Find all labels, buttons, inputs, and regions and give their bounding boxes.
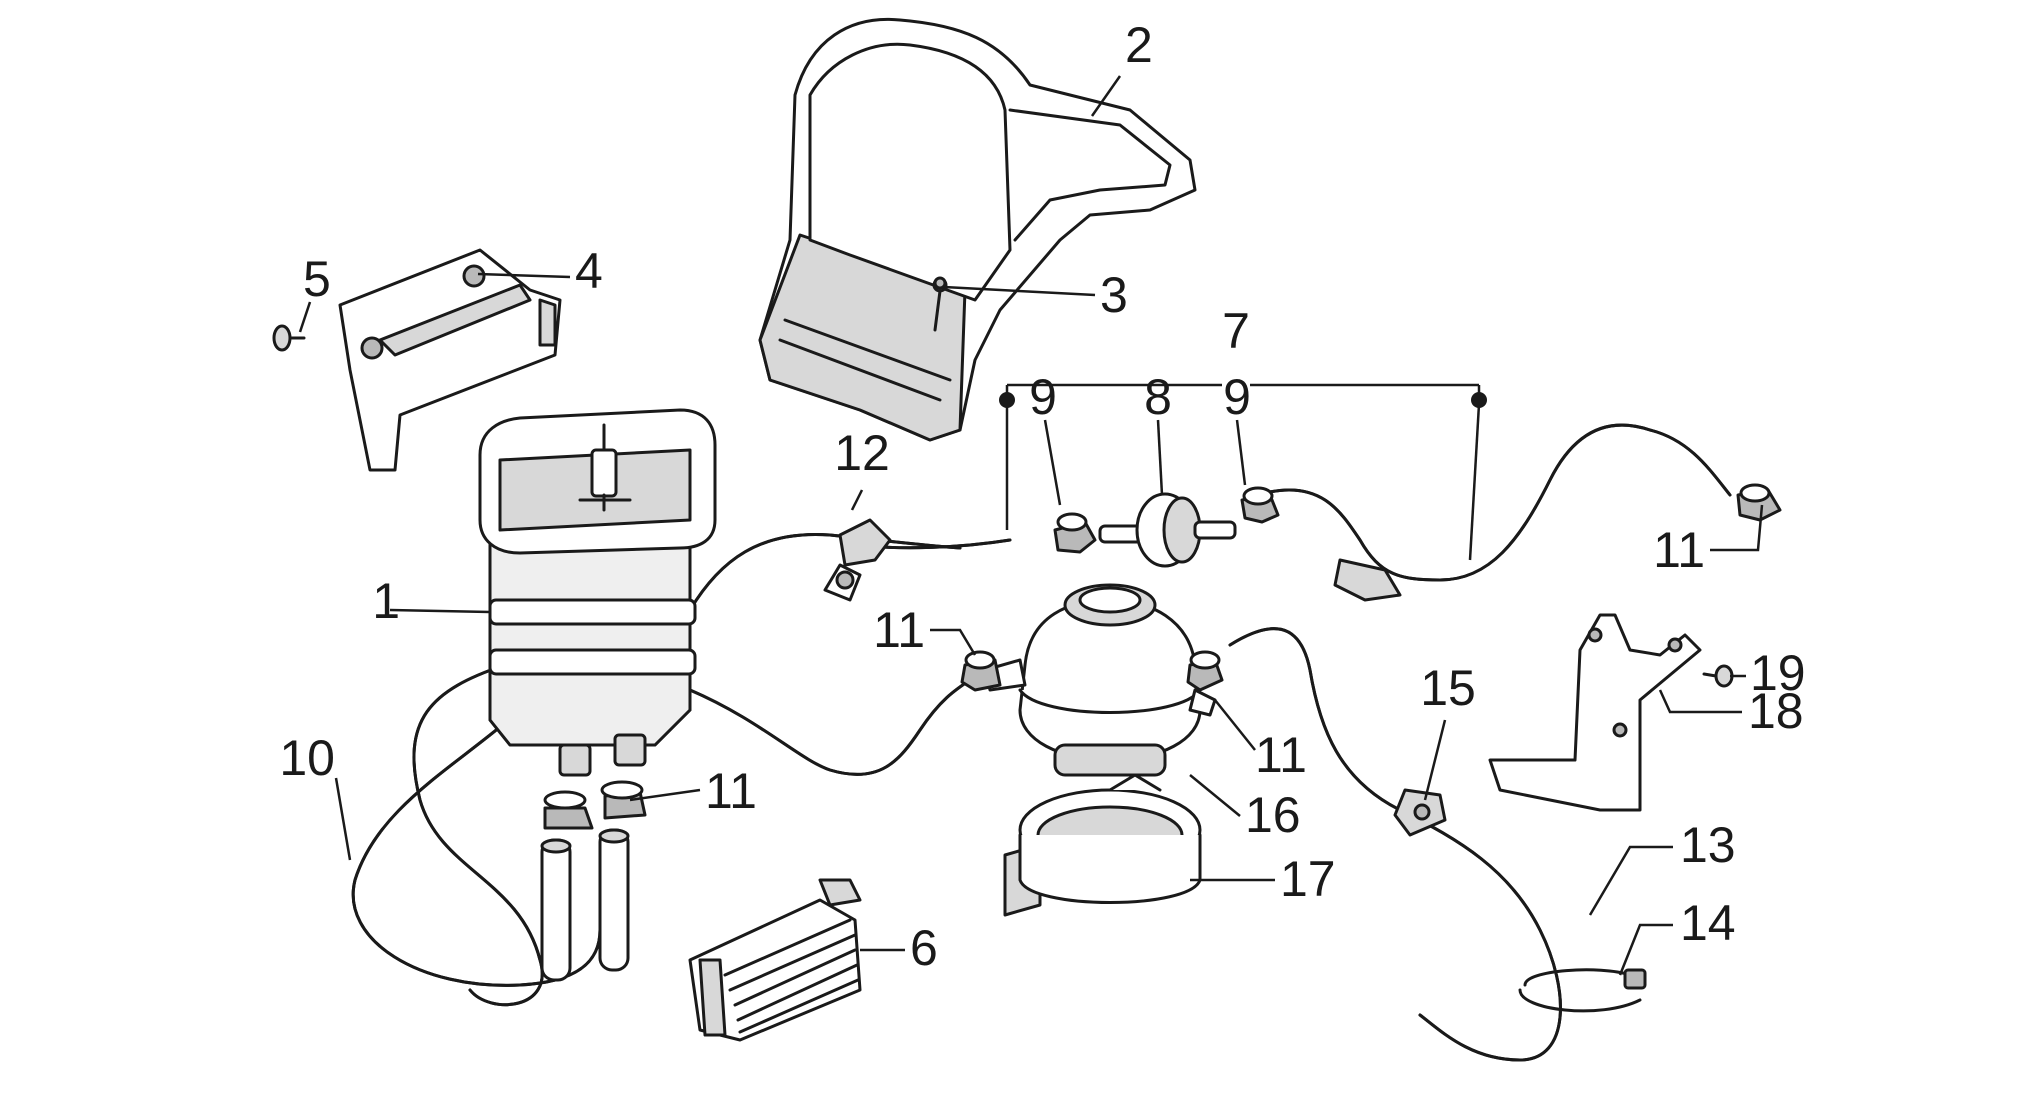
clamp-part-9-left (1053, 512, 1097, 554)
callout-19: 19 (1750, 645, 1806, 701)
hose-clamp-part-11-a (1736, 483, 1782, 522)
hose-13 (1228, 627, 1562, 1062)
hose-clamp-part-15 (1393, 788, 1447, 837)
callout-14: 14 (1680, 895, 1736, 951)
hose-clamp-part-11-c (543, 780, 647, 830)
screw-part-19 (1702, 664, 1734, 688)
hose-clamp-part-11-b-left (960, 650, 1002, 692)
callout-18: 18 (1748, 683, 1804, 739)
callout-8: 8 (1144, 369, 1172, 425)
callout-15: 15 (1420, 660, 1476, 716)
callout-12: 12 (834, 425, 890, 481)
callout-17: 17 (1280, 851, 1336, 907)
callout-6: 6 (910, 920, 938, 976)
screw-part-5 (272, 324, 306, 352)
callout-2: 2 (1125, 17, 1153, 73)
bracket-part-4 (338, 248, 562, 472)
callout-11-middle-left: 11 (873, 602, 925, 658)
callout-7: 7 (1222, 303, 1250, 359)
callout-9-right: 9 (1223, 369, 1251, 425)
filter-part-16 (983, 583, 1217, 777)
callout-10: 10 (279, 730, 335, 786)
callout-11-middle-right: 11 (1255, 727, 1307, 783)
bullet-7-left (999, 392, 1015, 408)
screw-part-3 (933, 276, 947, 290)
hose-canister-to-12 (688, 532, 972, 776)
air-box-cover-part-2 (758, 17, 1197, 442)
hose-clamp-part-11-b-right (1186, 650, 1224, 692)
canister-part-1 (478, 408, 717, 777)
bullet-7-right (1471, 392, 1487, 408)
callout-4: 4 (575, 243, 603, 299)
clamp-part-9-right (1240, 486, 1280, 524)
callout-16: 16 (1245, 787, 1301, 843)
hose-clamp-right-hose (1333, 558, 1402, 602)
ring-bracket-part-17 (1003, 773, 1202, 917)
band-clamp-part-14 (1518, 968, 1647, 1013)
callout-11-top-right: 11 (1653, 522, 1705, 578)
callout-1: 1 (372, 573, 400, 629)
callout-13: 13 (1680, 817, 1736, 873)
hose-vertical-pair (540, 828, 630, 982)
clip-part-6 (688, 878, 862, 1042)
callout-9-left: 9 (1029, 369, 1057, 425)
hose-7-right (1263, 423, 1732, 582)
hose-clamp-part-12 (823, 518, 892, 602)
callout-3: 3 (1100, 267, 1128, 323)
valve-part-8 (1098, 492, 1237, 568)
callout-11-bottom: 11 (705, 763, 757, 819)
callout-5: 5 (303, 251, 331, 307)
bracket-part-18 (1488, 613, 1702, 812)
